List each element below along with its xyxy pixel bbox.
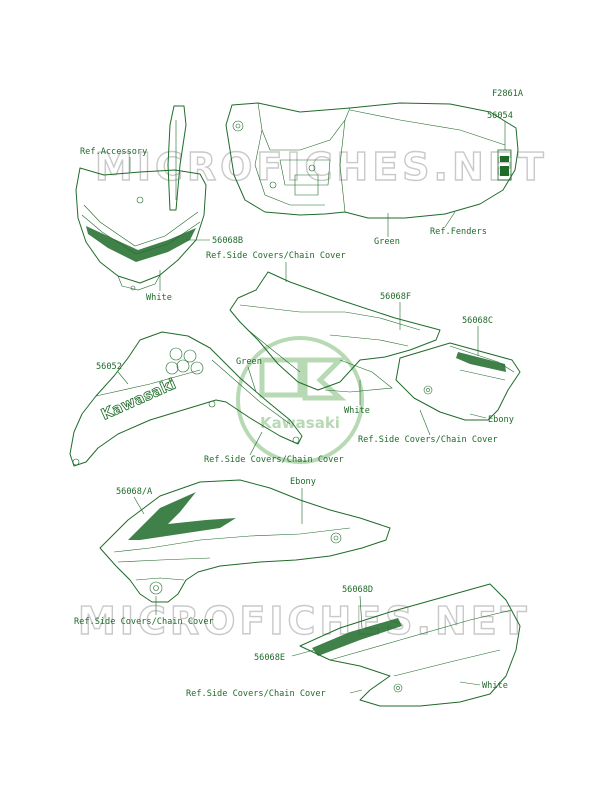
label-ref-side-bl: Ref.Side Covers/Chain Cover [74, 617, 214, 627]
leader-56068E [291, 649, 315, 657]
label-ref-side-right: Ref.Side Covers/Chain Cover [358, 435, 498, 445]
label-56068A: 56068/A [116, 487, 153, 497]
center-logo-text: Kawasaki [260, 414, 340, 432]
leader-white-bottom [459, 681, 481, 686]
leader-ref-fenders [444, 211, 456, 228]
side-cover-lower [299, 583, 521, 707]
label-green-fender: Green [374, 237, 400, 247]
label-56068E: 56068E [254, 653, 285, 663]
leader-ebony-right [469, 413, 487, 419]
label-ref-side-top: Ref.Side Covers/Chain Cover [206, 251, 346, 261]
label-56068D: 56068D [342, 585, 373, 595]
watermark-bottom: MICROFICHES.NET [78, 599, 531, 643]
label-56068B: 56068B [212, 236, 243, 246]
label-white-shroud: White [344, 406, 370, 416]
leader-green-shroud [247, 366, 257, 393]
front-number-plate [75, 105, 207, 291]
label-ref-accessory: Ref.Accessory [80, 147, 147, 157]
label-56068F: 56068F [380, 292, 411, 302]
leader-ref-side-right [419, 409, 431, 436]
label-ref-fenders: Ref.Fenders [430, 227, 487, 237]
rear-fender [225, 102, 519, 219]
label-56054: 56054 [487, 111, 513, 121]
leader-56068D [359, 595, 363, 629]
label-white-bottom: White [482, 681, 508, 691]
radiator-shroud-upper: Kawasaki [69, 331, 303, 467]
leader-56068A [133, 496, 145, 515]
radiator-shroud-lower [99, 479, 391, 603]
label-ref-side-mid: Ref.Side Covers/Chain Cover [204, 455, 344, 465]
side-cover-right [395, 342, 521, 421]
label-green-shroud: Green [236, 357, 262, 367]
figure-code: F2861A [492, 89, 524, 99]
leader-ref-side-bottom [349, 689, 363, 694]
leader-ref-side-mid [249, 431, 263, 456]
label-56068C: 56068C [462, 316, 493, 326]
center-kawasaki-logo: Kawasaki [236, 336, 364, 464]
label-ref-side-bottom: Ref.Side Covers/Chain Cover [186, 689, 326, 699]
label-white-front: White [146, 293, 172, 303]
label-ebony-mid: Ebony [290, 477, 316, 487]
kawasaki-decal-text: Kawasaki [98, 375, 178, 424]
label-ebony-right: Ebony [488, 415, 514, 425]
leader-56052 [117, 371, 129, 385]
watermark-top: MICROFICHES.NET [95, 145, 548, 189]
side-cover-upper [229, 271, 441, 393]
label-56052: 56052 [96, 362, 122, 372]
